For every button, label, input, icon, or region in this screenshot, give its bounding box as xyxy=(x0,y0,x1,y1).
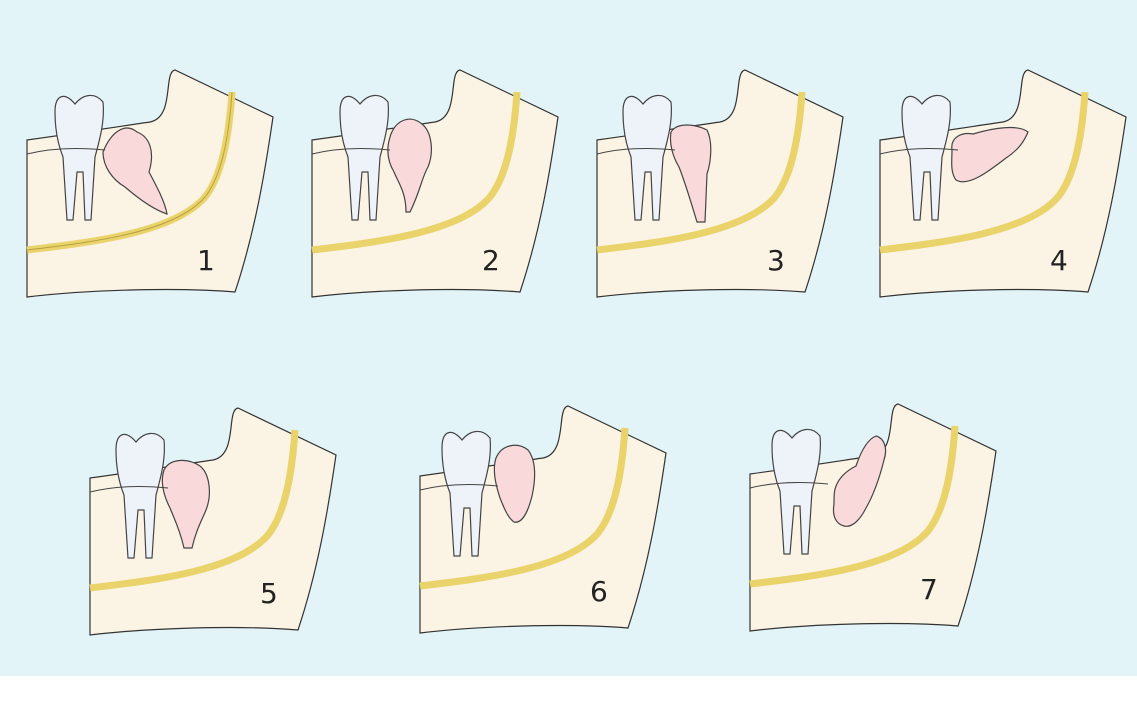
panel-label: 4 xyxy=(1050,247,1068,275)
diagram-panel: 1 2 3 xyxy=(0,0,1137,676)
panel-label: 7 xyxy=(920,576,938,604)
panel-label: 1 xyxy=(197,247,215,275)
panel-label: 6 xyxy=(590,578,608,606)
bottom-band xyxy=(0,676,1137,702)
impaction-panel-5: 5 xyxy=(88,400,348,640)
jaw-illustration xyxy=(88,400,348,640)
impaction-panel-1: 1 xyxy=(25,62,285,302)
impaction-panel-2: 2 xyxy=(310,62,570,302)
jaw-illustration xyxy=(748,396,1008,636)
jaw-illustration xyxy=(25,62,285,302)
jaw-illustration xyxy=(878,62,1137,302)
jaw-illustration xyxy=(310,62,570,302)
jaw-illustration xyxy=(595,62,855,302)
impaction-panel-4: 4 xyxy=(878,62,1137,302)
panel-label: 3 xyxy=(767,247,785,275)
impaction-panel-7: 7 xyxy=(748,396,1008,636)
impaction-panel-6: 6 xyxy=(418,398,678,638)
panel-label: 2 xyxy=(482,247,500,275)
panel-label: 5 xyxy=(260,580,278,608)
jaw-illustration xyxy=(418,398,678,638)
impaction-panel-3: 3 xyxy=(595,62,855,302)
